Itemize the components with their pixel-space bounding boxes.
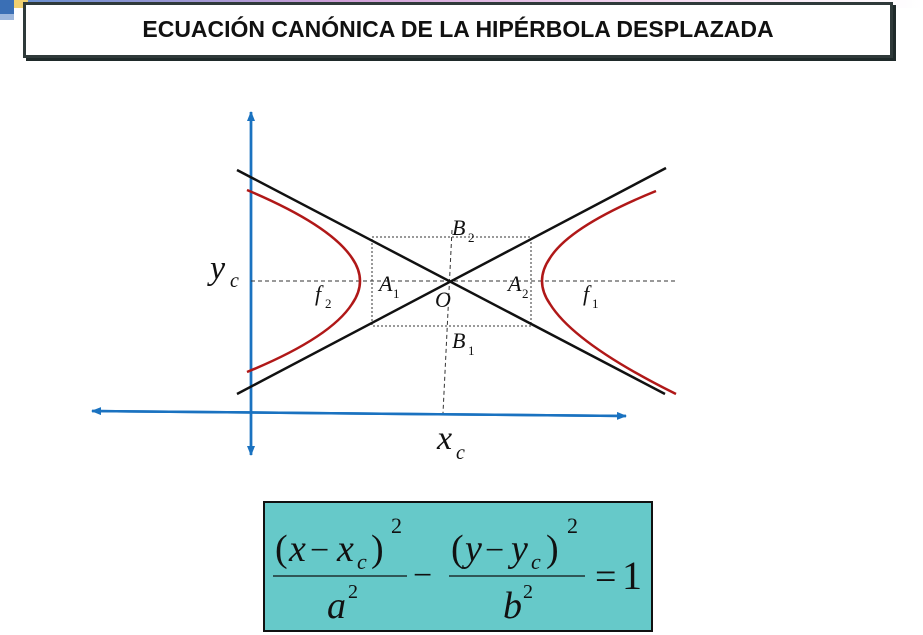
formula-equals: = bbox=[595, 556, 616, 598]
formula-num1-exponent: 2 bbox=[391, 513, 402, 538]
label-yc-subscript: c bbox=[230, 270, 239, 292]
corner-decor-square bbox=[14, 0, 28, 8]
label-O: O bbox=[435, 287, 451, 312]
formula-den1-a: a bbox=[327, 585, 346, 627]
title-box: ECUACIÓN CANÓNICA DE LA HIPÉRBOLA DESPLA… bbox=[23, 2, 893, 58]
formula-num1-close-paren: ) bbox=[371, 528, 384, 570]
canonical-equation: ( x − x c ) 2 a 2 − ( y − y c ) 2 b 2 = … bbox=[273, 513, 642, 627]
label-A1-subscript: 1 bbox=[393, 286, 400, 301]
formula-num1-xc: x bbox=[336, 528, 354, 570]
formula-num2-exponent: 2 bbox=[567, 513, 578, 538]
formula-num2-y: y bbox=[461, 528, 482, 570]
formula-box: ( x − x c ) 2 a 2 − ( y − y c ) 2 b 2 = … bbox=[263, 501, 653, 632]
label-f2: f bbox=[315, 281, 324, 306]
label-B2-subscript: 2 bbox=[468, 230, 475, 245]
x-axis-left-arrow bbox=[91, 407, 627, 418]
corner-decor-square bbox=[0, 0, 14, 14]
formula-num1-minus: − bbox=[310, 532, 329, 569]
label-A2-subscript: 2 bbox=[522, 286, 529, 301]
label-A2: A bbox=[506, 271, 522, 296]
formula-num1-c-subscript: c bbox=[357, 549, 367, 574]
hyperbola-right-branch bbox=[540, 189, 677, 396]
formula-num2-open-paren: ( bbox=[451, 528, 464, 570]
formula-minus: − bbox=[413, 557, 432, 594]
corner-decor-square bbox=[0, 14, 14, 20]
formula-den2-exponent: 2 bbox=[523, 581, 533, 603]
label-B1-subscript: 1 bbox=[468, 343, 475, 358]
label-f1: f bbox=[583, 281, 592, 306]
label-xc-subscript: c bbox=[456, 442, 465, 464]
asymptote-ascending bbox=[236, 166, 667, 396]
formula-num2-yc: y bbox=[507, 528, 528, 570]
formula-den2-b: b bbox=[503, 585, 522, 627]
formula-num1-open-paren: ( bbox=[275, 528, 288, 570]
formula-num1-x: x bbox=[288, 528, 306, 570]
formula-num2-c-subscript: c bbox=[531, 549, 541, 574]
label-yc: y bbox=[207, 250, 226, 287]
label-f2-subscript: 2 bbox=[325, 296, 332, 311]
label-A1: A bbox=[377, 271, 393, 296]
formula-num2-minus: − bbox=[485, 532, 504, 569]
label-xc: x bbox=[436, 420, 452, 457]
label-B1: B bbox=[452, 328, 465, 353]
formula-one: 1 bbox=[622, 553, 642, 598]
center-vertical-guide bbox=[442, 229, 453, 414]
formula-num2-close-paren: ) bbox=[546, 528, 559, 570]
hyperbola-left-branch bbox=[246, 188, 362, 374]
hyperbola-diagram: B 2 B 1 A 1 A 2 f 2 f 1 O y c x c bbox=[91, 111, 678, 464]
label-f1-subscript: 1 bbox=[592, 296, 599, 311]
formula-den1-exponent: 2 bbox=[348, 581, 358, 603]
label-B2: B bbox=[452, 215, 465, 240]
slide-title: ECUACIÓN CANÓNICA DE LA HIPÉRBOLA DESPLA… bbox=[142, 16, 774, 42]
